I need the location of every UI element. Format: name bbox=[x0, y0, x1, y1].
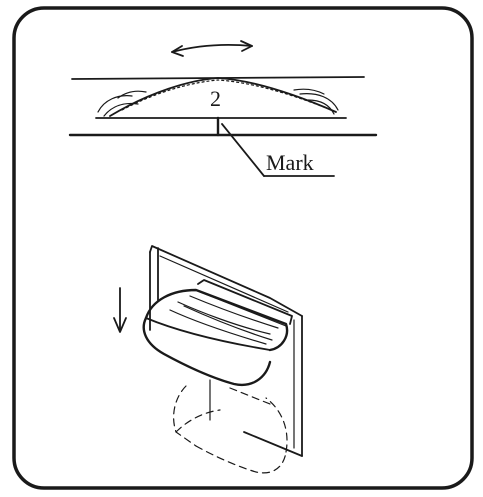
step-number-label: 2 bbox=[210, 86, 221, 111]
curved-double-arrow-icon bbox=[171, 40, 253, 57]
mark-label: Mark bbox=[266, 150, 314, 175]
paddle bbox=[142, 279, 293, 387]
top-view: 2 Mark bbox=[68, 40, 378, 177]
blade-profile bbox=[95, 77, 347, 119]
mark-pointer bbox=[216, 116, 335, 177]
paddle-folded-outline bbox=[173, 385, 288, 474]
mounting-panel bbox=[149, 245, 303, 457]
diagram-frame bbox=[12, 6, 474, 490]
arrow-down-icon bbox=[113, 287, 127, 333]
fold-view bbox=[113, 245, 303, 474]
